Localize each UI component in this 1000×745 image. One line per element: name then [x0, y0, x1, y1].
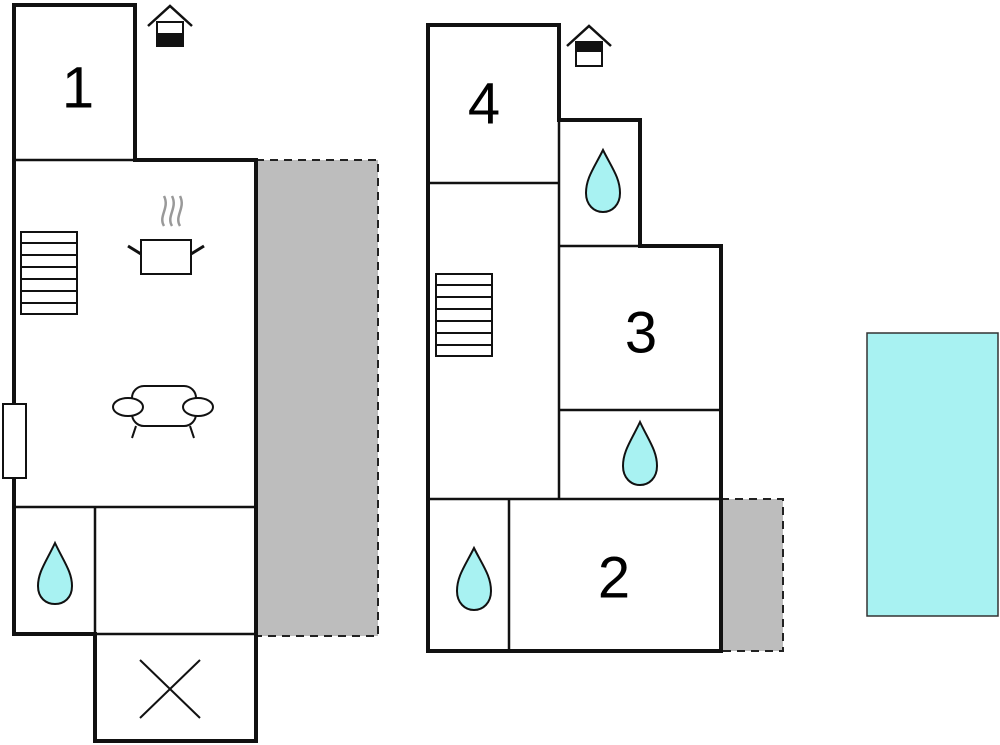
- water-drop-icon: [455, 545, 493, 612]
- water-drop-icon: [621, 419, 659, 487]
- ground-floor: 1: [2, 3, 379, 743]
- stairs-icon: [435, 273, 493, 357]
- stairs-icon: [20, 231, 78, 315]
- swimming-pool: [866, 332, 999, 617]
- room-number-1: 1: [62, 56, 94, 121]
- terrace-right: [720, 498, 784, 652]
- cooking-pot-icon: [127, 195, 205, 275]
- water-drop-icon: [584, 147, 622, 214]
- ground-floor-outline: [12, 3, 258, 743]
- room-number-3: 3: [625, 301, 657, 366]
- room-number-4: 4: [468, 72, 500, 137]
- house-entrance-icon: [566, 24, 612, 67]
- terrace-left: [255, 159, 379, 637]
- house-entrance-icon: [147, 4, 193, 47]
- fireplace-icon: [2, 403, 27, 479]
- room-number-2: 2: [598, 546, 630, 611]
- upper-floor: 4 3 2: [426, 23, 784, 653]
- cross-icon: [139, 659, 201, 719]
- sofa-icon: [112, 385, 214, 439]
- water-drop-icon: [36, 540, 74, 606]
